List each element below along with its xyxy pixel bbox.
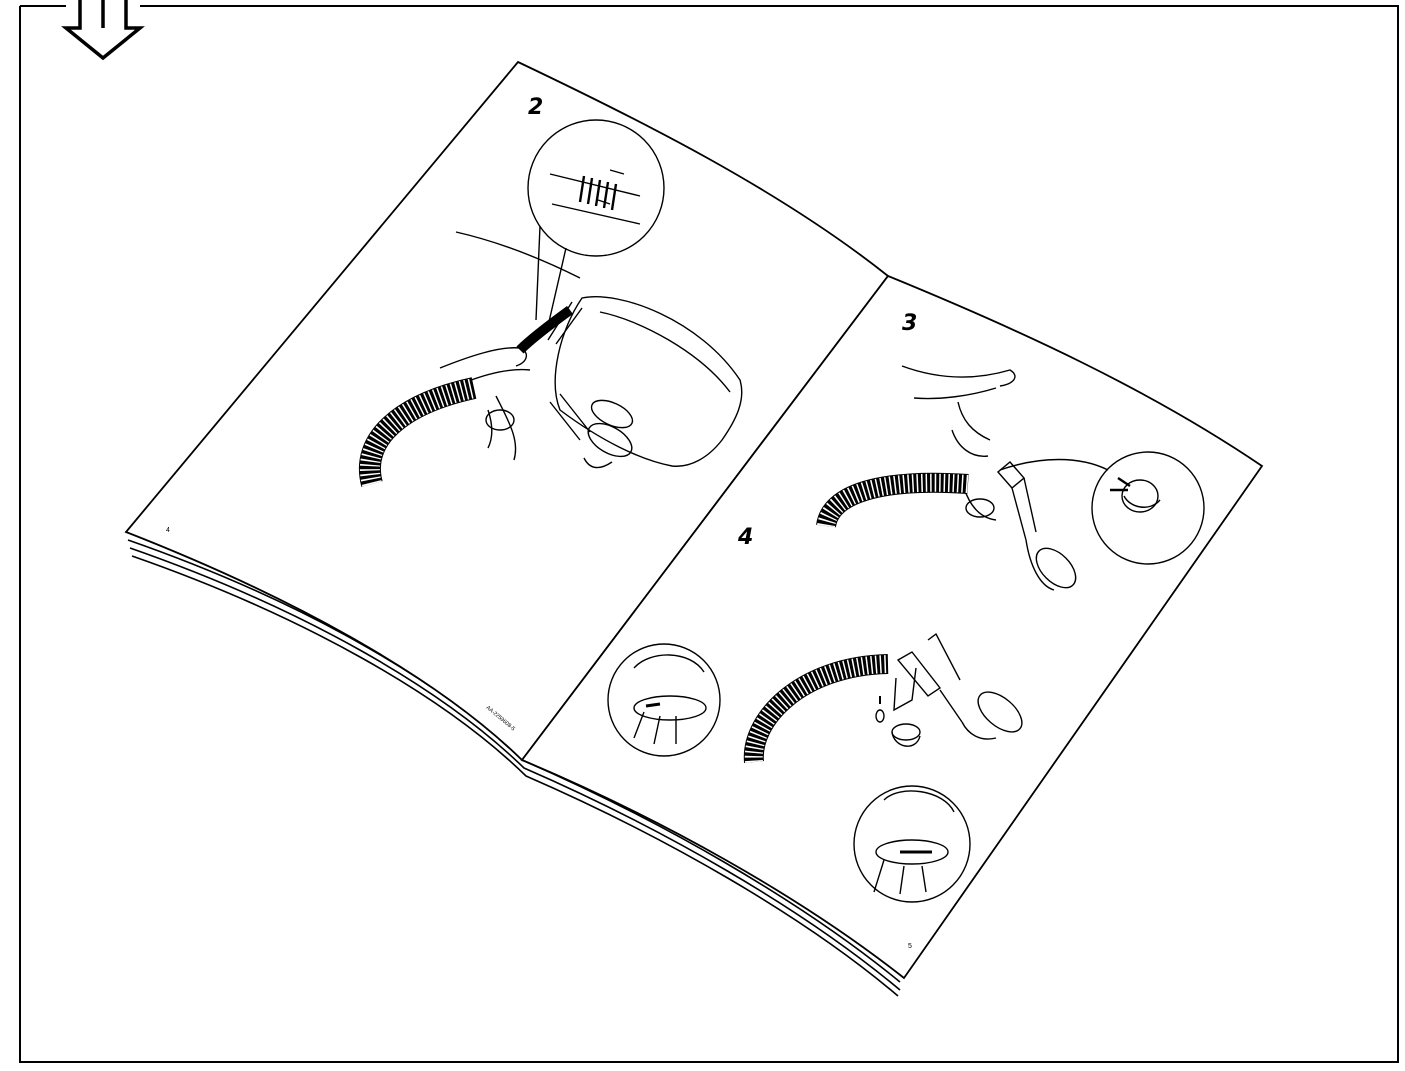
booklet: 2 4 AA-2259608-5 3 xyxy=(126,62,1262,996)
step-2-number: 2 xyxy=(528,95,543,120)
double-down-arrow-icon xyxy=(66,0,140,58)
step-3-number: 3 xyxy=(902,311,917,336)
left-page-number: 4 xyxy=(166,527,170,534)
right-page-number: 5 xyxy=(908,943,912,950)
step-4-number: 4 xyxy=(737,525,753,550)
